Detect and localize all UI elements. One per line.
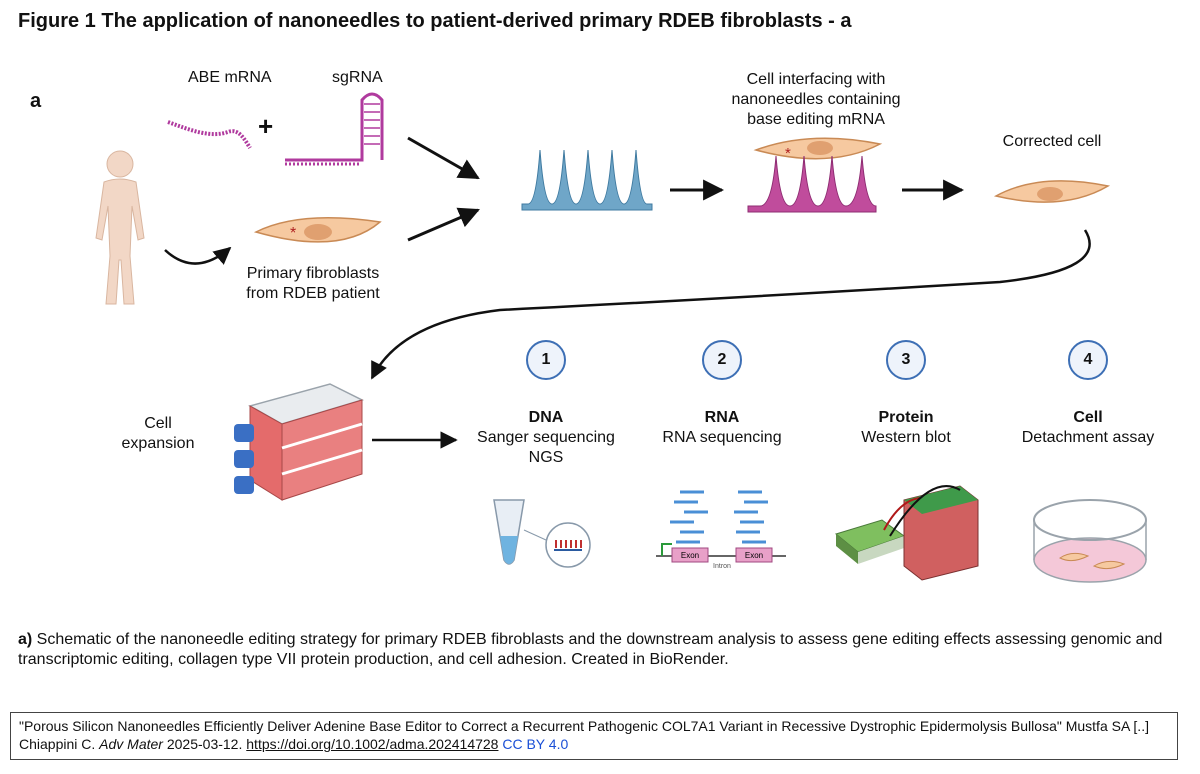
arrow-cell-to-needles [407, 207, 480, 242]
sequencing-tube-icon [493, 499, 591, 568]
step-4-title: Cell [1073, 409, 1103, 426]
doi-link[interactable]: https://doi.org/10.1002/adma.202414728 [246, 736, 499, 752]
cell-expansion-label-line1: Cell [144, 415, 172, 432]
arrow-human-to-cell [164, 246, 232, 265]
nanoneedles-icon [521, 149, 653, 211]
exon-label: Exon [745, 551, 763, 560]
caption-text: Schematic of the nanoneedle editing stra… [18, 631, 1163, 668]
plus-sign: + [258, 111, 274, 141]
cell-culture-flasks-icon [234, 383, 365, 501]
step-1-method-2: NGS [528, 449, 564, 466]
step-3-method: Western blot [861, 429, 951, 446]
svg-text:*: * [290, 225, 296, 242]
step-4-method: Detachment assay [1021, 429, 1155, 446]
figure-title: Figure 1 The application of nanoneedles … [18, 10, 852, 32]
step-1-title: DNA [528, 409, 564, 426]
intron-label: Intron [713, 563, 731, 570]
step-2-title: RNA [704, 409, 740, 426]
citation-journal: Adv Mater [99, 736, 163, 752]
diagram: * * [0, 60, 1200, 600]
primary-fibroblasts-label-line2: from RDEB patient [246, 285, 380, 302]
step-number-4: 4 [1068, 340, 1108, 380]
arrow-rna-to-needles [407, 136, 480, 180]
sgrna-label: sgRNA [332, 69, 383, 86]
step-number-2: 2 [702, 340, 742, 380]
fibroblast-cell-icon: * [253, 217, 382, 243]
step-2-method: RNA sequencing [662, 429, 782, 446]
cell-interfacing-label-line1: Cell interfacing with [746, 71, 886, 88]
corrected-cell-icon [993, 180, 1111, 203]
cell-interfacing-label-line3: base editing mRNA [747, 111, 885, 128]
cell-interfacing-label-line2: nanoneedles containing [731, 91, 901, 108]
corrected-cell-label: Corrected cell [1002, 133, 1102, 150]
license-link[interactable]: CC BY 4.0 [502, 736, 569, 752]
citation-text: "Porous Silicon Nanoneedles Efficiently … [19, 718, 1149, 752]
abe-mrna-label: ABE mRNA [188, 69, 272, 86]
primary-fibroblasts-label-line1: Primary fibroblasts [246, 265, 380, 282]
exon-label: Exon [681, 551, 699, 560]
cell-interfacing-icon: * [747, 137, 883, 213]
rna-sequencing-icon: Exon Exon Intron [656, 490, 786, 570]
step-number-3: 3 [886, 340, 926, 380]
sgrna-icon [285, 92, 384, 166]
step-3-title: Protein [878, 409, 934, 426]
step-1-method: Sanger sequencing [477, 429, 615, 446]
diagram-graphics: * * [95, 92, 1147, 583]
step-number-1: 1 [526, 340, 566, 380]
cell-expansion-label-line2: expansion [121, 435, 195, 452]
citation-box: "Porous Silicon Nanoneedles Efficiently … [10, 712, 1178, 760]
caption-prefix: a) [18, 631, 33, 648]
figure-caption: a) Schematic of the nanoneedle editing s… [18, 630, 1178, 670]
svg-text:*: * [785, 145, 791, 162]
panel-letter: a [30, 90, 42, 112]
human-figure-icon [95, 150, 145, 305]
arrow-return-to-expansion [370, 229, 1091, 380]
western-blot-icon [834, 485, 979, 581]
abe-mrna-icon [167, 120, 252, 150]
petri-dish-icon [1033, 499, 1147, 583]
citation-date: 2025-03-12. [162, 736, 247, 752]
